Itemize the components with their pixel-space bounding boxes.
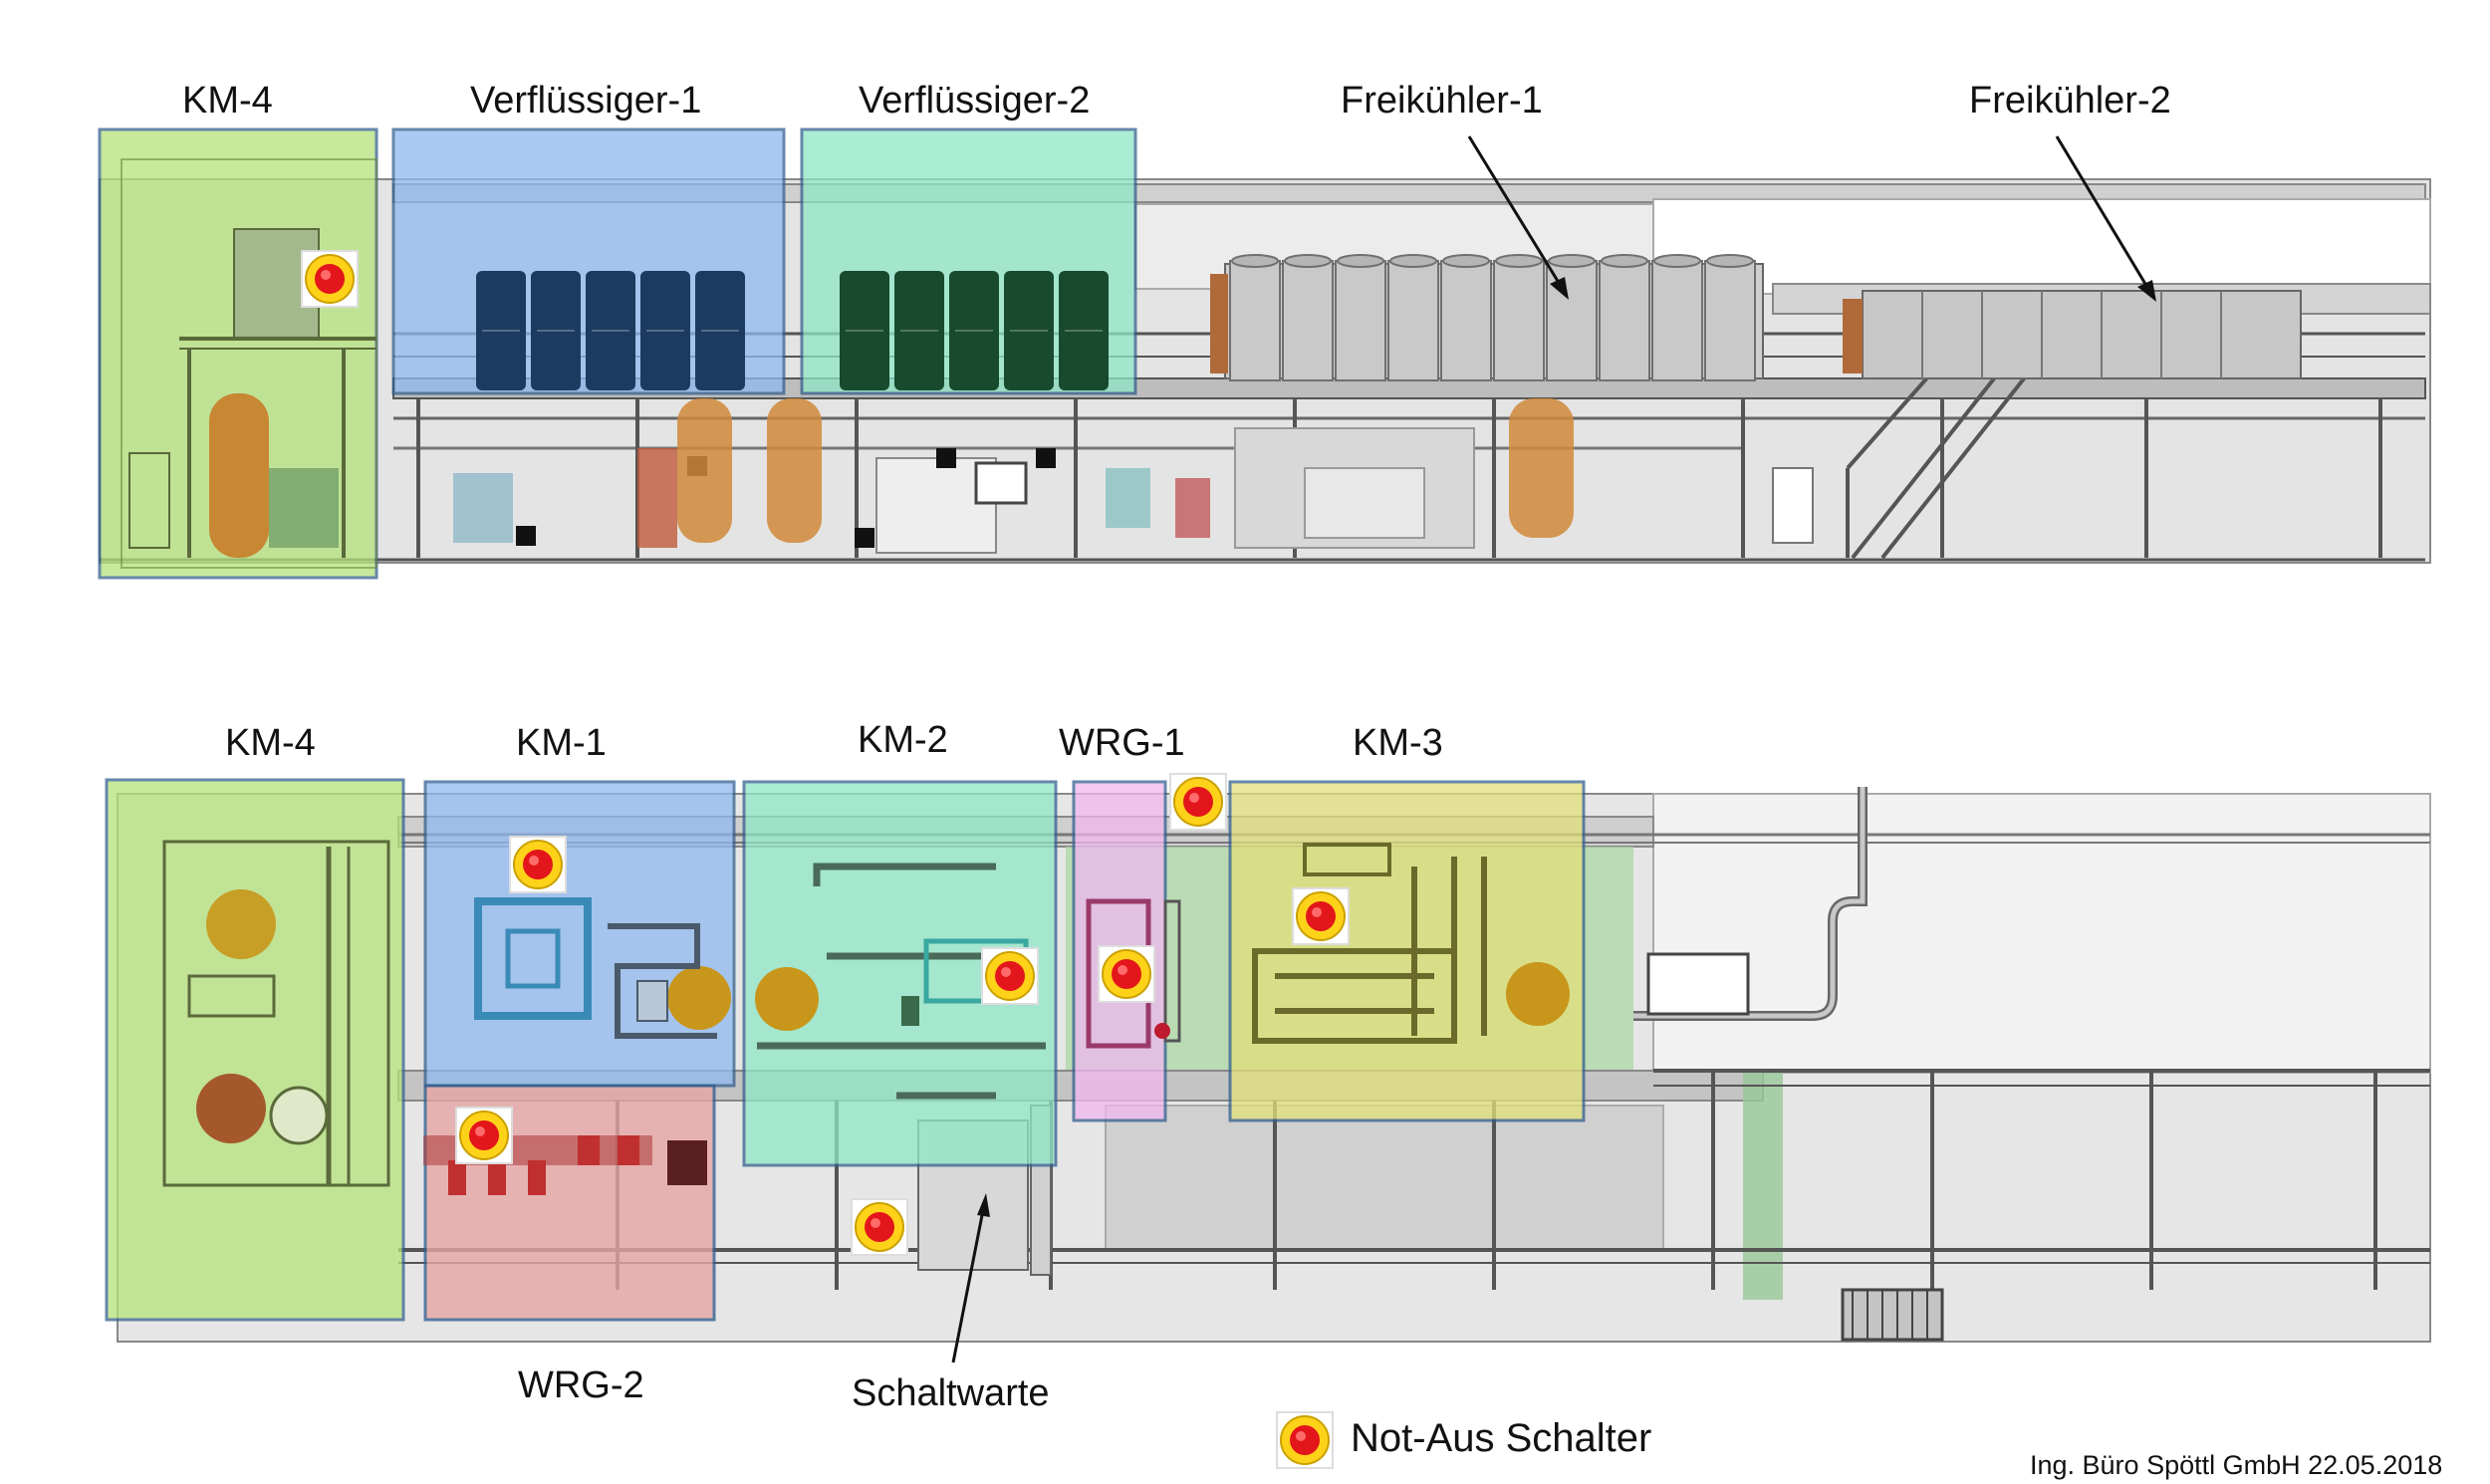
emergency-stop-icon (301, 250, 359, 308)
label-km4-top: KM-4 (182, 80, 273, 122)
label-km-1: KM-1 (516, 722, 607, 764)
emergency-stop-icon (1169, 773, 1227, 831)
label-km4-bottom: KM-4 (225, 722, 316, 764)
top-elevation-view (98, 127, 2431, 580)
label-km-3: KM-3 (1353, 722, 1443, 764)
emergency-stop-icon (981, 947, 1039, 1005)
label-freikuehler-2: Freikühler-2 (1969, 80, 2171, 122)
emergency-stop-icon (851, 1198, 908, 1256)
label-km-2: KM-2 (858, 719, 948, 761)
label-verfluessiger-1: Verflüssiger-1 (470, 80, 702, 122)
bottom-plan-view (105, 773, 2431, 1363)
zone-km4-bottom (105, 778, 405, 1322)
label-wrg-2: WRG-2 (518, 1364, 644, 1406)
zone-km-1 (423, 780, 736, 1088)
emergency-stop-icon (1292, 887, 1350, 945)
emergency-stop-icon (1098, 945, 1155, 1003)
label-wrg-1: WRG-1 (1059, 722, 1185, 764)
label-verfluessiger-2: Verflüssiger-2 (859, 80, 1091, 122)
emergency-stop-icon (509, 836, 567, 893)
label-freikuehler-1: Freikühler-1 (1341, 80, 1543, 122)
legend-emergency-stop-icon (1276, 1411, 1334, 1469)
legend-label: Not-Aus Schalter (1351, 1416, 1652, 1460)
credit-text: Ing. Büro Spöttl GmbH 22.05.2018 (2030, 1450, 2443, 1480)
label-schaltwarte: Schaltwarte (852, 1372, 1050, 1414)
emergency-stop-icon (455, 1107, 513, 1164)
